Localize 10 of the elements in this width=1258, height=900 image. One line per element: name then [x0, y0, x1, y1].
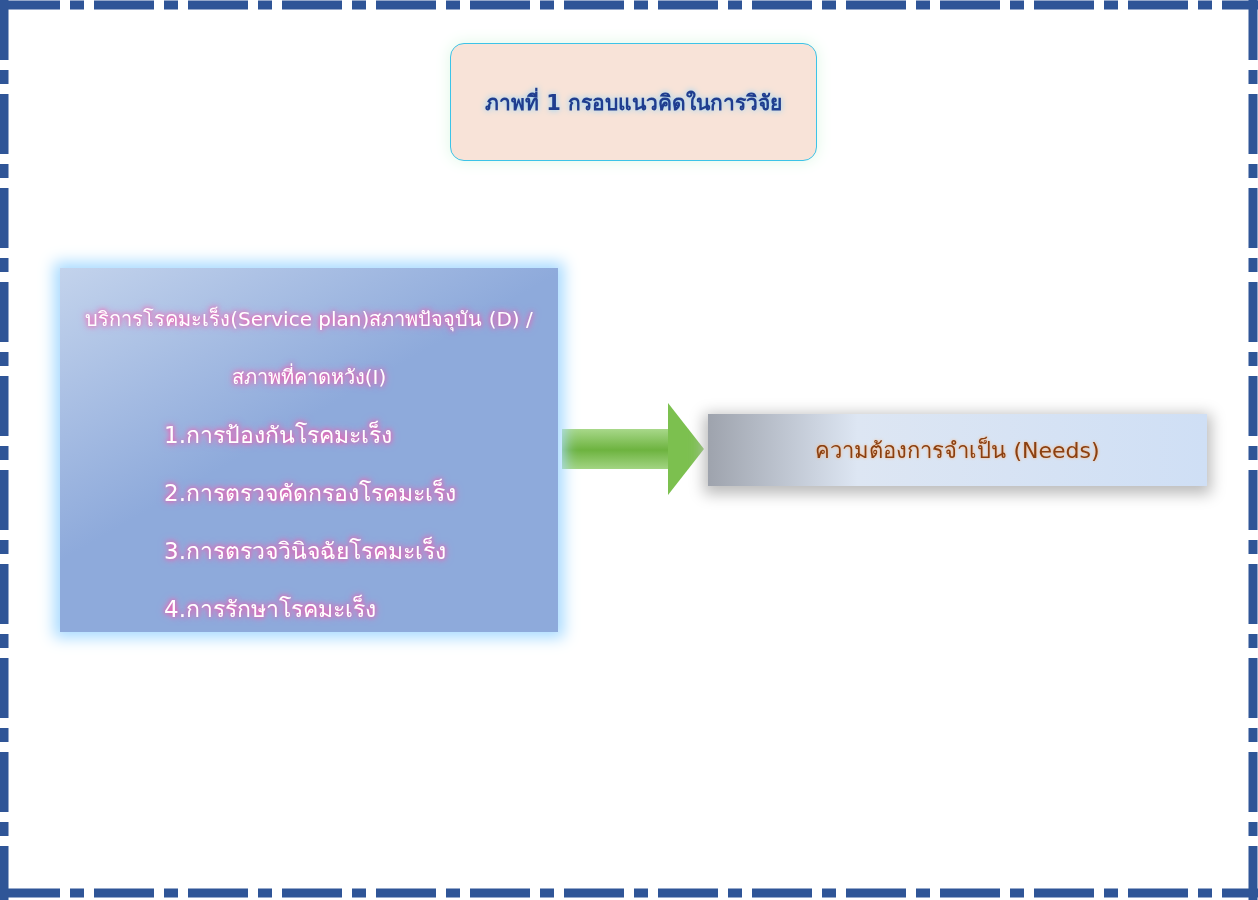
box-heading: บริการโรคมะเร็ง(Service plan)สภาพปัจจุบัน (D) /สภาพที่คาดหวัง(I)	[84, 305, 534, 391]
list-item: 3.การตรวจวินิจฉัยโรคมะเร็ง	[164, 535, 446, 566]
box-text: ความต้องการจำเป็น (Needs)	[815, 435, 1100, 465]
block-arrow	[562, 403, 704, 495]
list-item: 2.การตรวจคัดกรองโรคมะเร็ง	[164, 477, 456, 508]
title-text: ภาพที่ 1 กรอบแนวคิดในการวิจัย	[484, 85, 783, 119]
list-item: 4.การรักษาโรคมะเร็ง	[164, 593, 376, 624]
content-box	[60, 268, 558, 632]
list-item: 1.การป้องกันโรคมะเร็ง	[164, 419, 392, 450]
result-box	[708, 414, 1207, 486]
